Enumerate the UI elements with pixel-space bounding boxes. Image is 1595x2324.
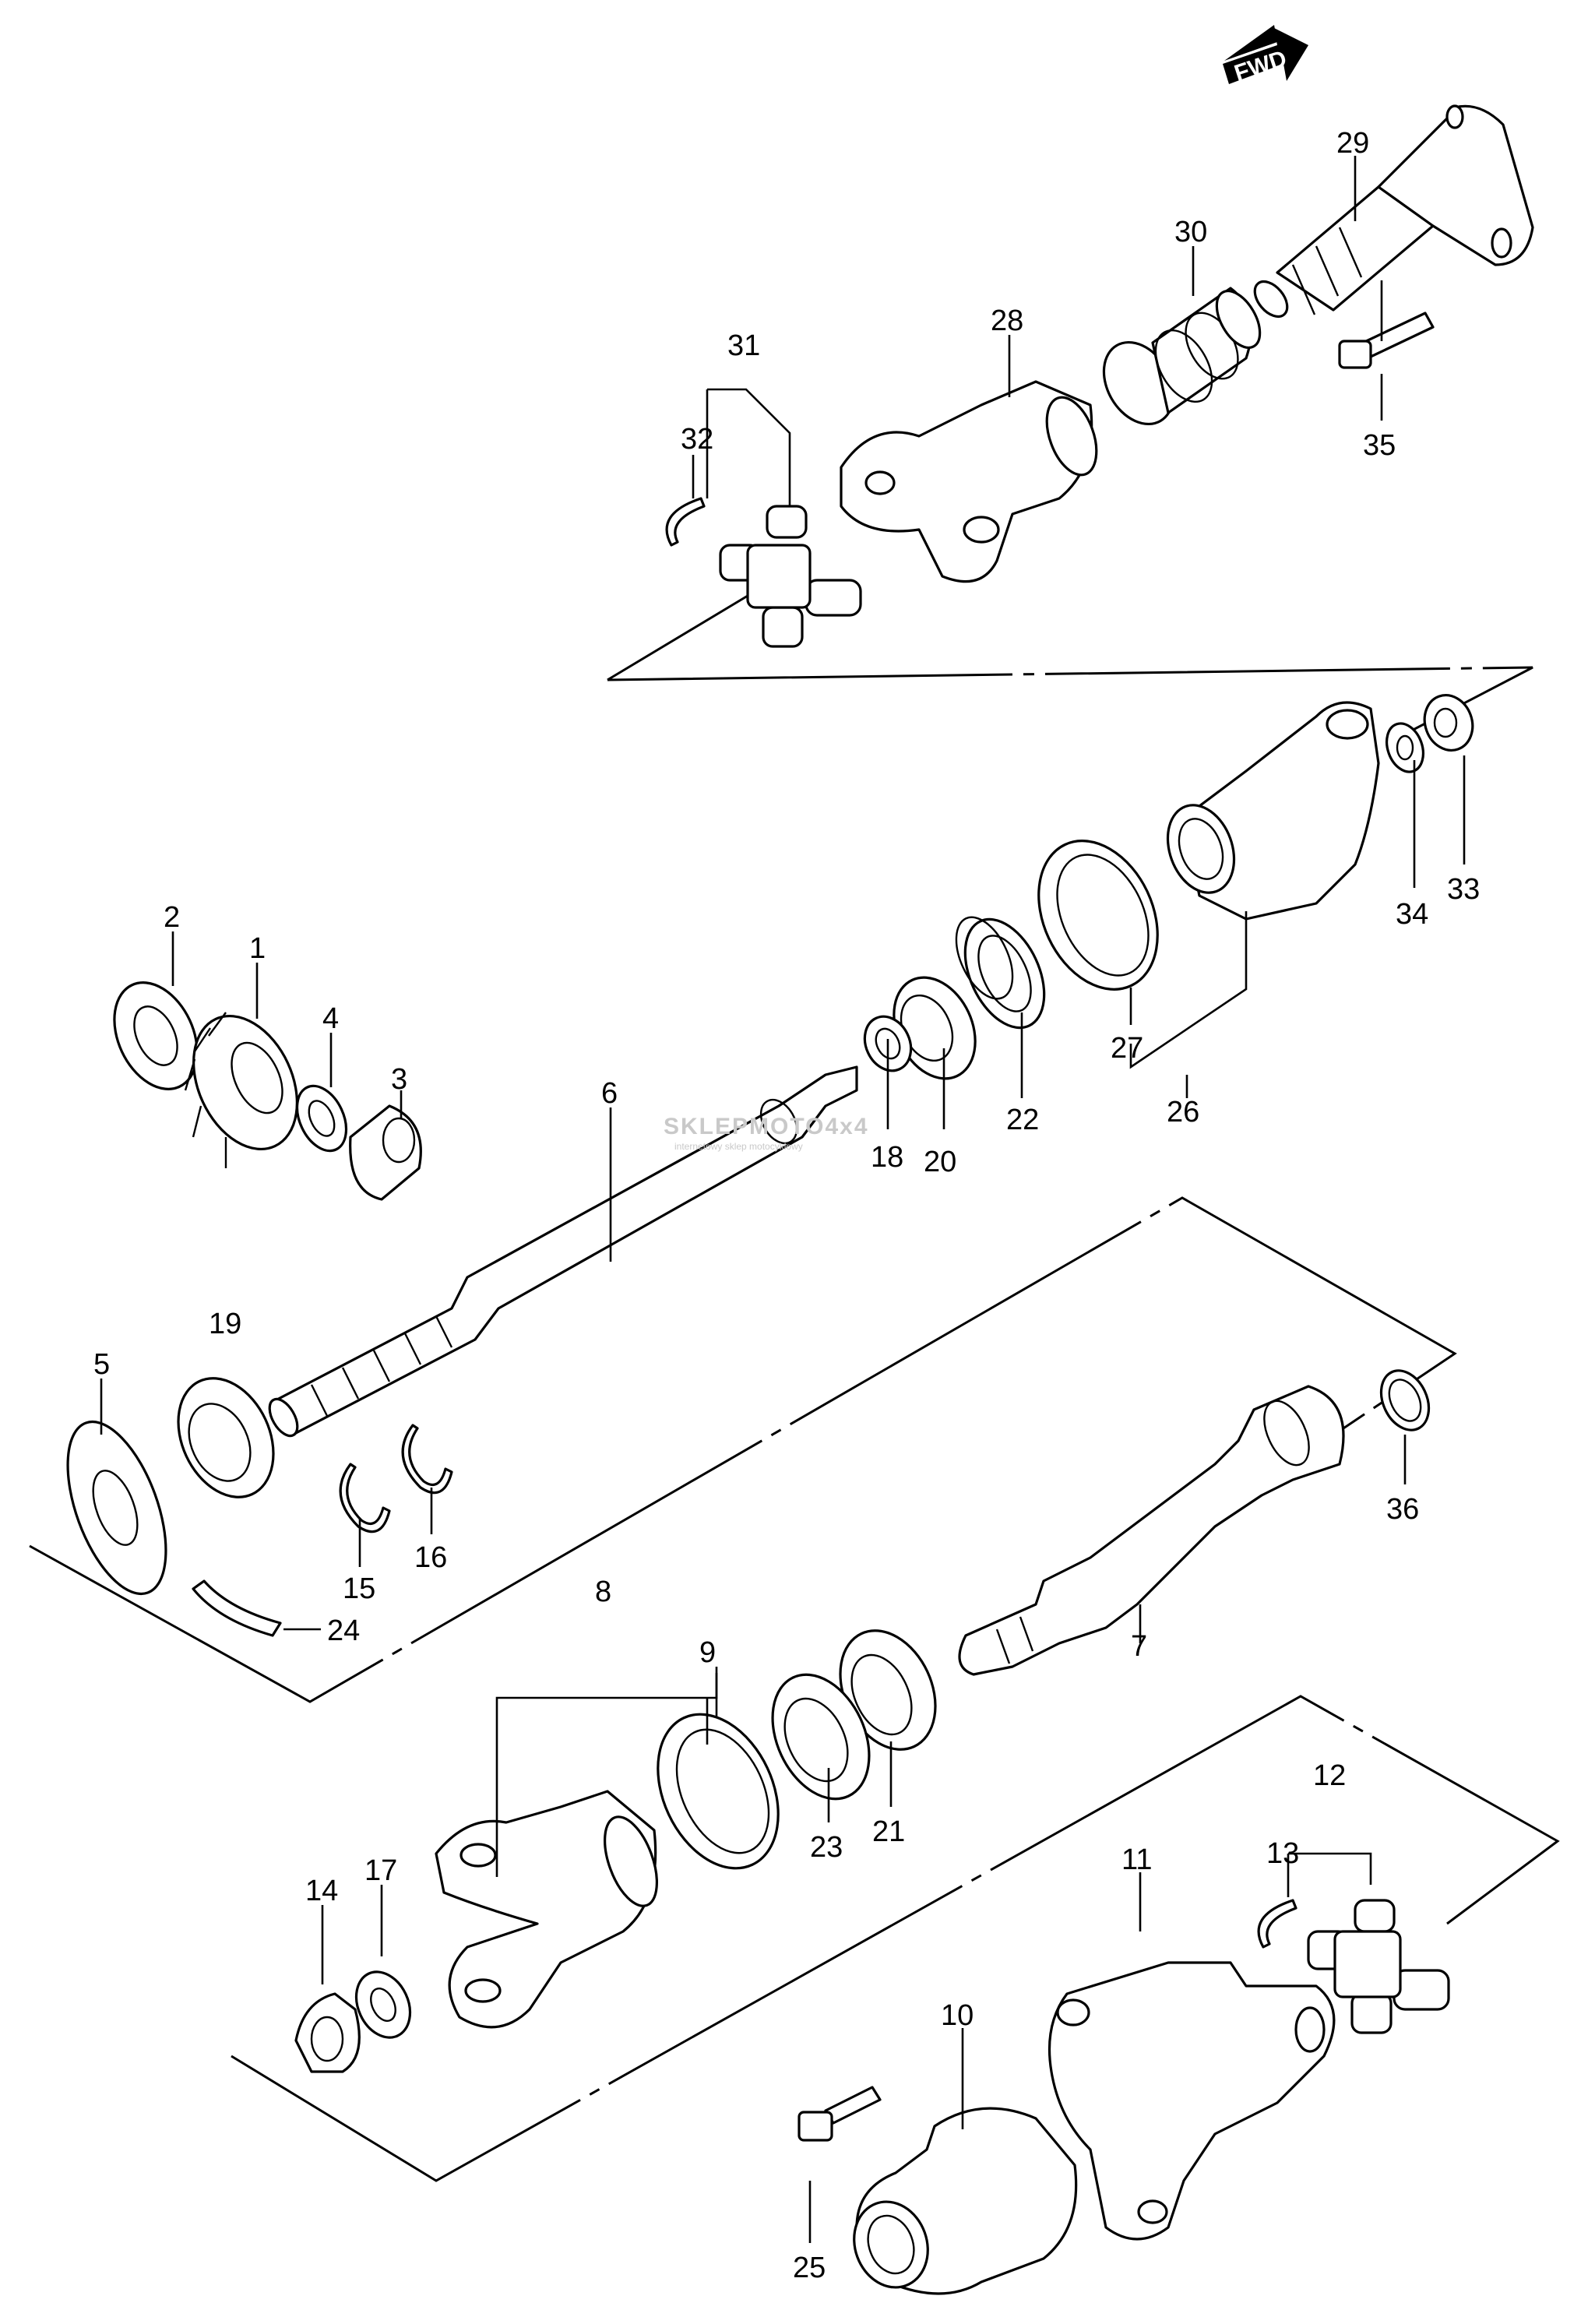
callout-8: 8 <box>595 1576 611 1608</box>
callout-23: 23 <box>810 1831 843 1864</box>
callout-5: 5 <box>93 1348 110 1381</box>
part-19-bearing <box>177 1377 275 1498</box>
callout-9: 9 <box>699 1636 716 1669</box>
callout-26: 26 <box>1167 1096 1199 1129</box>
part-23-bearing <box>771 1673 871 1801</box>
callout-18: 18 <box>871 1141 903 1174</box>
callout-14: 14 <box>305 1875 338 1907</box>
part-6-propeller-shaft <box>268 1065 858 1438</box>
watermark: SKLEPMOTO4x4 internetowy sklep motocyklo… <box>664 1114 869 1152</box>
callout-34: 34 <box>1396 898 1428 931</box>
callout-21: 21 <box>872 1815 905 1848</box>
part-14-nut <box>294 1992 361 2073</box>
part-5-ring-gear <box>66 1420 167 1596</box>
callout-16: 16 <box>414 1541 447 1574</box>
part-11-flange-yoke <box>1047 1961 1336 2241</box>
callout-11: 11 <box>1121 1843 1152 1876</box>
part-30-boot <box>1102 287 1262 426</box>
callout-10: 10 <box>941 1999 974 2032</box>
part-2-washer <box>113 981 199 1090</box>
callout-1: 1 <box>249 932 266 965</box>
callouts: 1 2 3 4 5 6 7 8 9 10 11 12 13 14 15 16 1… <box>93 127 1480 2284</box>
callout-15: 15 <box>343 1572 375 1605</box>
callout-27: 27 <box>1111 1032 1143 1065</box>
part-31-universal-joint <box>719 505 862 648</box>
leader-lines <box>100 156 1466 2243</box>
part-4-washer <box>295 1084 348 1153</box>
callout-3: 3 <box>391 1063 407 1096</box>
part-28-slip-yoke <box>840 380 1098 583</box>
callout-33: 33 <box>1447 873 1480 906</box>
callout-36: 36 <box>1386 1493 1419 1526</box>
callout-6: 6 <box>601 1077 618 1110</box>
callout-22: 22 <box>1006 1104 1039 1136</box>
part-32-circlip <box>665 497 706 547</box>
part-8-slip-yoke <box>435 1790 658 2029</box>
part-36-snap-ring <box>1379 1369 1431 1431</box>
part-34-washer <box>1386 722 1424 773</box>
part-26-flange-yoke <box>1166 701 1380 921</box>
callout-24: 24 <box>327 1614 360 1647</box>
part-17-washer <box>354 1970 412 2039</box>
callout-30: 30 <box>1174 216 1207 248</box>
part-29-output-shaft <box>1253 104 1534 319</box>
part-9-dust-seal <box>657 1713 780 1870</box>
callout-31: 31 <box>727 329 760 362</box>
callout-17: 17 <box>364 1854 397 1887</box>
callout-13: 13 <box>1266 1837 1299 1870</box>
callout-35: 35 <box>1363 429 1396 462</box>
callout-28: 28 <box>991 305 1023 337</box>
callout-19: 19 <box>209 1308 241 1340</box>
callout-12: 12 <box>1313 1759 1346 1792</box>
part-10-companion-flange <box>853 2107 1078 2295</box>
watermark-tagline: internetowy sklep motocyklowy <box>674 1141 803 1152</box>
part-16-circlip <box>401 1424 453 1495</box>
callout-4: 4 <box>322 1002 339 1035</box>
part-12-universal-joint <box>1307 1899 1450 2034</box>
part-13-circlip <box>1257 1899 1297 1949</box>
callout-2: 2 <box>164 901 180 934</box>
watermark-brand: SKLEPMOTO4x4 <box>664 1114 869 1139</box>
callout-32: 32 <box>681 423 713 456</box>
part-7-rear-shaft <box>958 1385 1345 1676</box>
callout-20: 20 <box>924 1146 956 1178</box>
fwd-arrow: FWD <box>1223 25 1308 86</box>
part-1-pinion-gear <box>184 1012 298 1168</box>
part-15-circlip <box>339 1463 391 1533</box>
part-33-nut <box>1423 694 1474 752</box>
part-35-bolt <box>1338 312 1435 369</box>
part-27-dust-seal <box>1037 840 1159 991</box>
callout-25: 25 <box>793 2252 826 2284</box>
part-24-snap-ring <box>192 1579 282 1637</box>
part-22-bearing <box>955 916 1046 1030</box>
part-25-bolt <box>798 2086 882 2142</box>
callout-7: 7 <box>1131 1630 1147 1663</box>
callout-29: 29 <box>1336 127 1369 160</box>
part-3-nut <box>349 1104 422 1201</box>
